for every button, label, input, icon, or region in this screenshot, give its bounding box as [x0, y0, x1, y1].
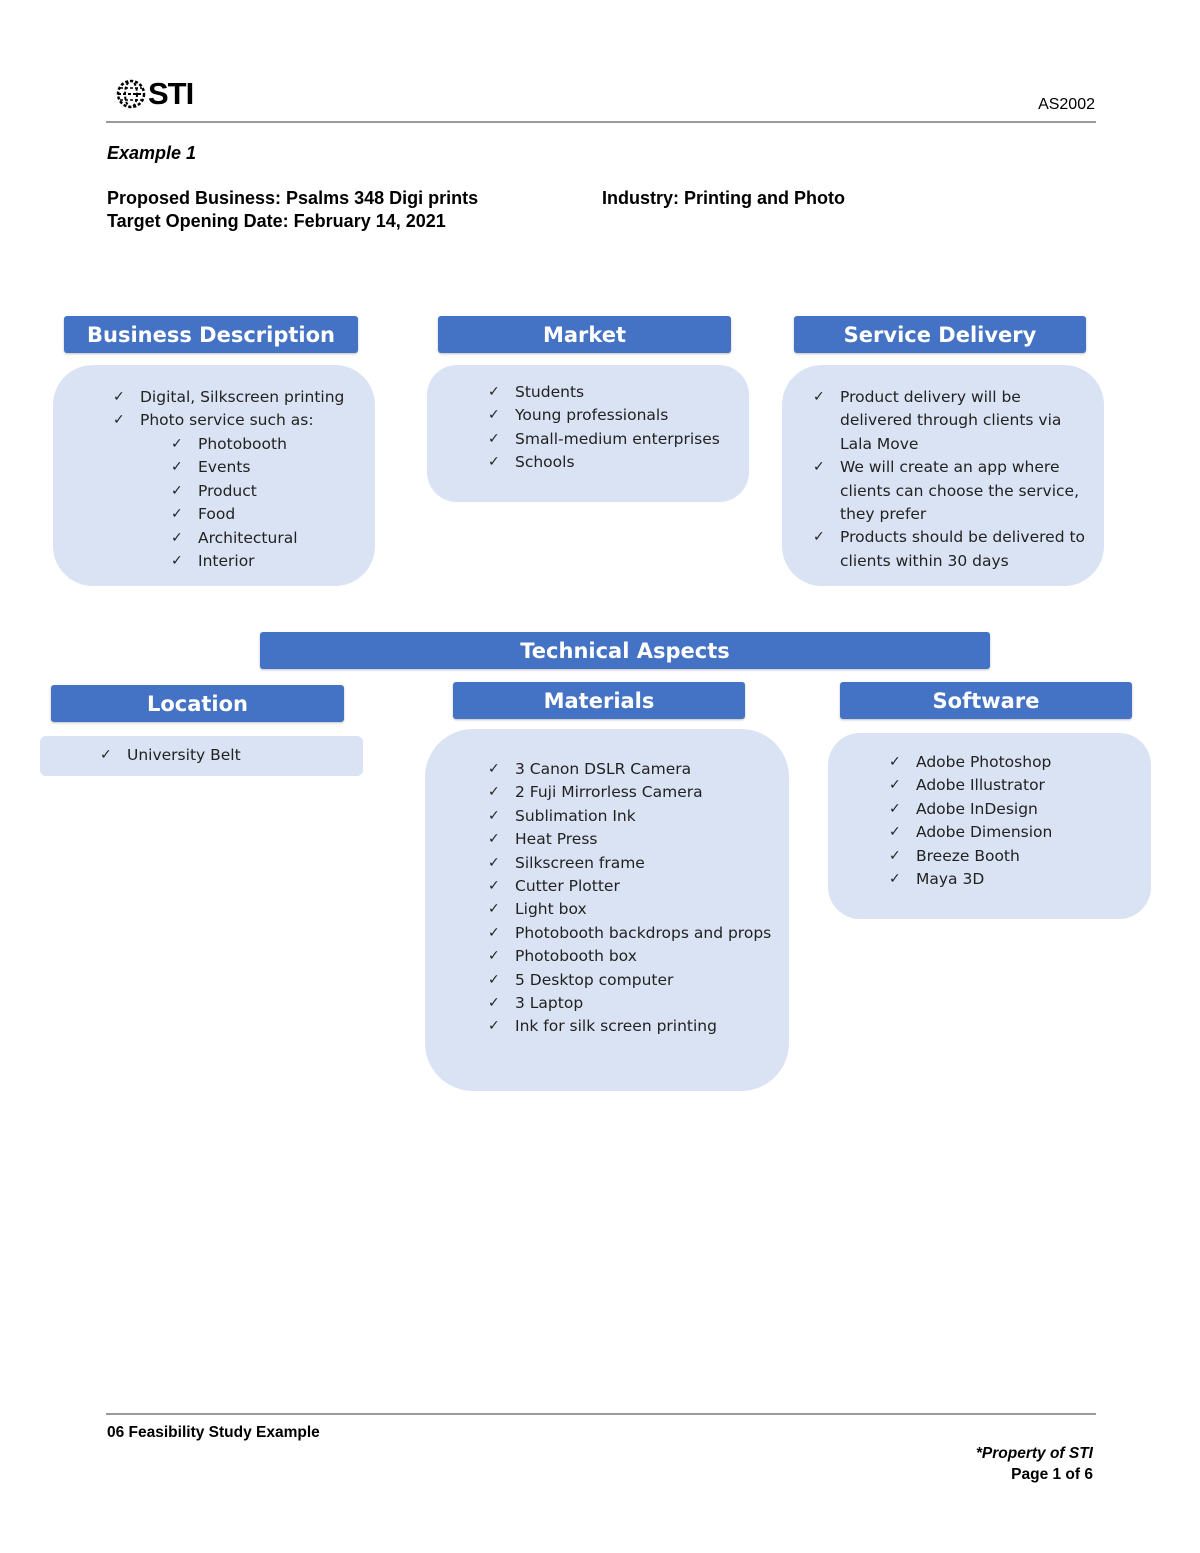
footer-divider: [106, 1413, 1096, 1415]
footer-document-title: 06 Feasibility Study Example: [107, 1424, 320, 1441]
logo-wordmark: STI: [148, 76, 194, 111]
list-item: Silkscreen frame: [488, 852, 771, 876]
sti-logo: STI: [116, 76, 194, 112]
list-item: Heat Press: [488, 828, 771, 852]
footer-right-block: *Property of STI Page 1 of 6: [976, 1443, 1093, 1485]
materials-list: 3 Canon DSLR Camera 2 Fuji Mirrorless Ca…: [488, 758, 771, 1039]
list-item: Food: [171, 503, 298, 527]
location-list: University Belt: [100, 744, 241, 768]
list-item: Students: [488, 381, 720, 405]
list-item: Young professionals: [488, 404, 720, 428]
software-header: Software: [840, 682, 1132, 719]
globe-icon: [116, 79, 146, 109]
list-item: Digital, Silkscreen printing: [113, 386, 344, 410]
list-item: 5 Desktop computer: [488, 969, 771, 993]
photo-service-sublist: Photobooth Events Product Food Architect…: [171, 433, 298, 574]
list-item: Architectural: [171, 527, 297, 551]
list-item: Schools: [488, 451, 720, 475]
service-delivery-list: Product delivery will be delivered throu…: [813, 386, 1092, 573]
market-header: Market: [438, 316, 731, 353]
list-item: Product: [171, 480, 298, 504]
list-item: Product delivery will be delivered throu…: [813, 386, 1092, 456]
page-number: Page 1 of 6: [1011, 1466, 1093, 1483]
list-item: Adobe Photoshop: [889, 751, 1052, 775]
property-notice: *Property of STI: [975, 1445, 1093, 1462]
location-header: Location: [51, 685, 344, 722]
list-item: We will create an app where clients can …: [813, 456, 1092, 526]
list-item: Photobooth backdrops and props: [488, 922, 771, 946]
list-item: Interior: [171, 550, 298, 574]
header-divider: [106, 121, 1096, 123]
list-item: Photobooth: [171, 433, 298, 457]
business-description-list: Digital, Silkscreen printing Photo servi…: [113, 386, 344, 433]
list-item: Sublimation Ink: [488, 805, 771, 829]
technical-aspects-header: Technical Aspects: [260, 632, 990, 669]
list-item: Ink for silk screen printing: [488, 1015, 771, 1039]
list-item: 3 Canon DSLR Camera: [488, 758, 771, 782]
business-description-header: Business Description: [64, 316, 358, 353]
industry: Industry: Printing and Photo: [602, 188, 845, 208]
list-item: 2 Fuji Mirrorless Camera: [488, 781, 771, 805]
list-item: Events: [171, 456, 298, 480]
service-delivery-header: Service Delivery: [794, 316, 1086, 353]
list-item: Cutter Plotter: [488, 875, 771, 899]
list-item: Adobe Illustrator: [889, 774, 1052, 798]
document-code: AS2002: [1038, 96, 1095, 113]
list-item: Light box: [488, 898, 771, 922]
list-item: Adobe InDesign: [889, 798, 1052, 822]
list-item: Adobe Dimension: [889, 821, 1052, 845]
list-item: University Belt: [100, 744, 241, 768]
list-item: Products should be delivered to clients …: [813, 526, 1092, 573]
proposed-business: Proposed Business: Psalms 348 Digi print…: [107, 188, 479, 208]
materials-header: Materials: [453, 682, 745, 719]
list-item: 3 Laptop: [488, 992, 771, 1016]
software-list: Adobe Photoshop Adobe Illustrator Adobe …: [889, 751, 1052, 892]
list-item: Breeze Booth: [889, 845, 1052, 869]
list-item: Photobooth box: [488, 945, 771, 969]
list-item: Small-medium enterprises: [488, 428, 720, 452]
example-label: Example 1: [107, 143, 197, 163]
list-item: Maya 3D: [889, 868, 1052, 892]
target-opening-date: Target Opening Date: February 14, 2021: [107, 211, 446, 231]
market-list: Students Young professionals Small-mediu…: [488, 381, 720, 475]
list-item: Photo service such as:: [113, 409, 344, 433]
